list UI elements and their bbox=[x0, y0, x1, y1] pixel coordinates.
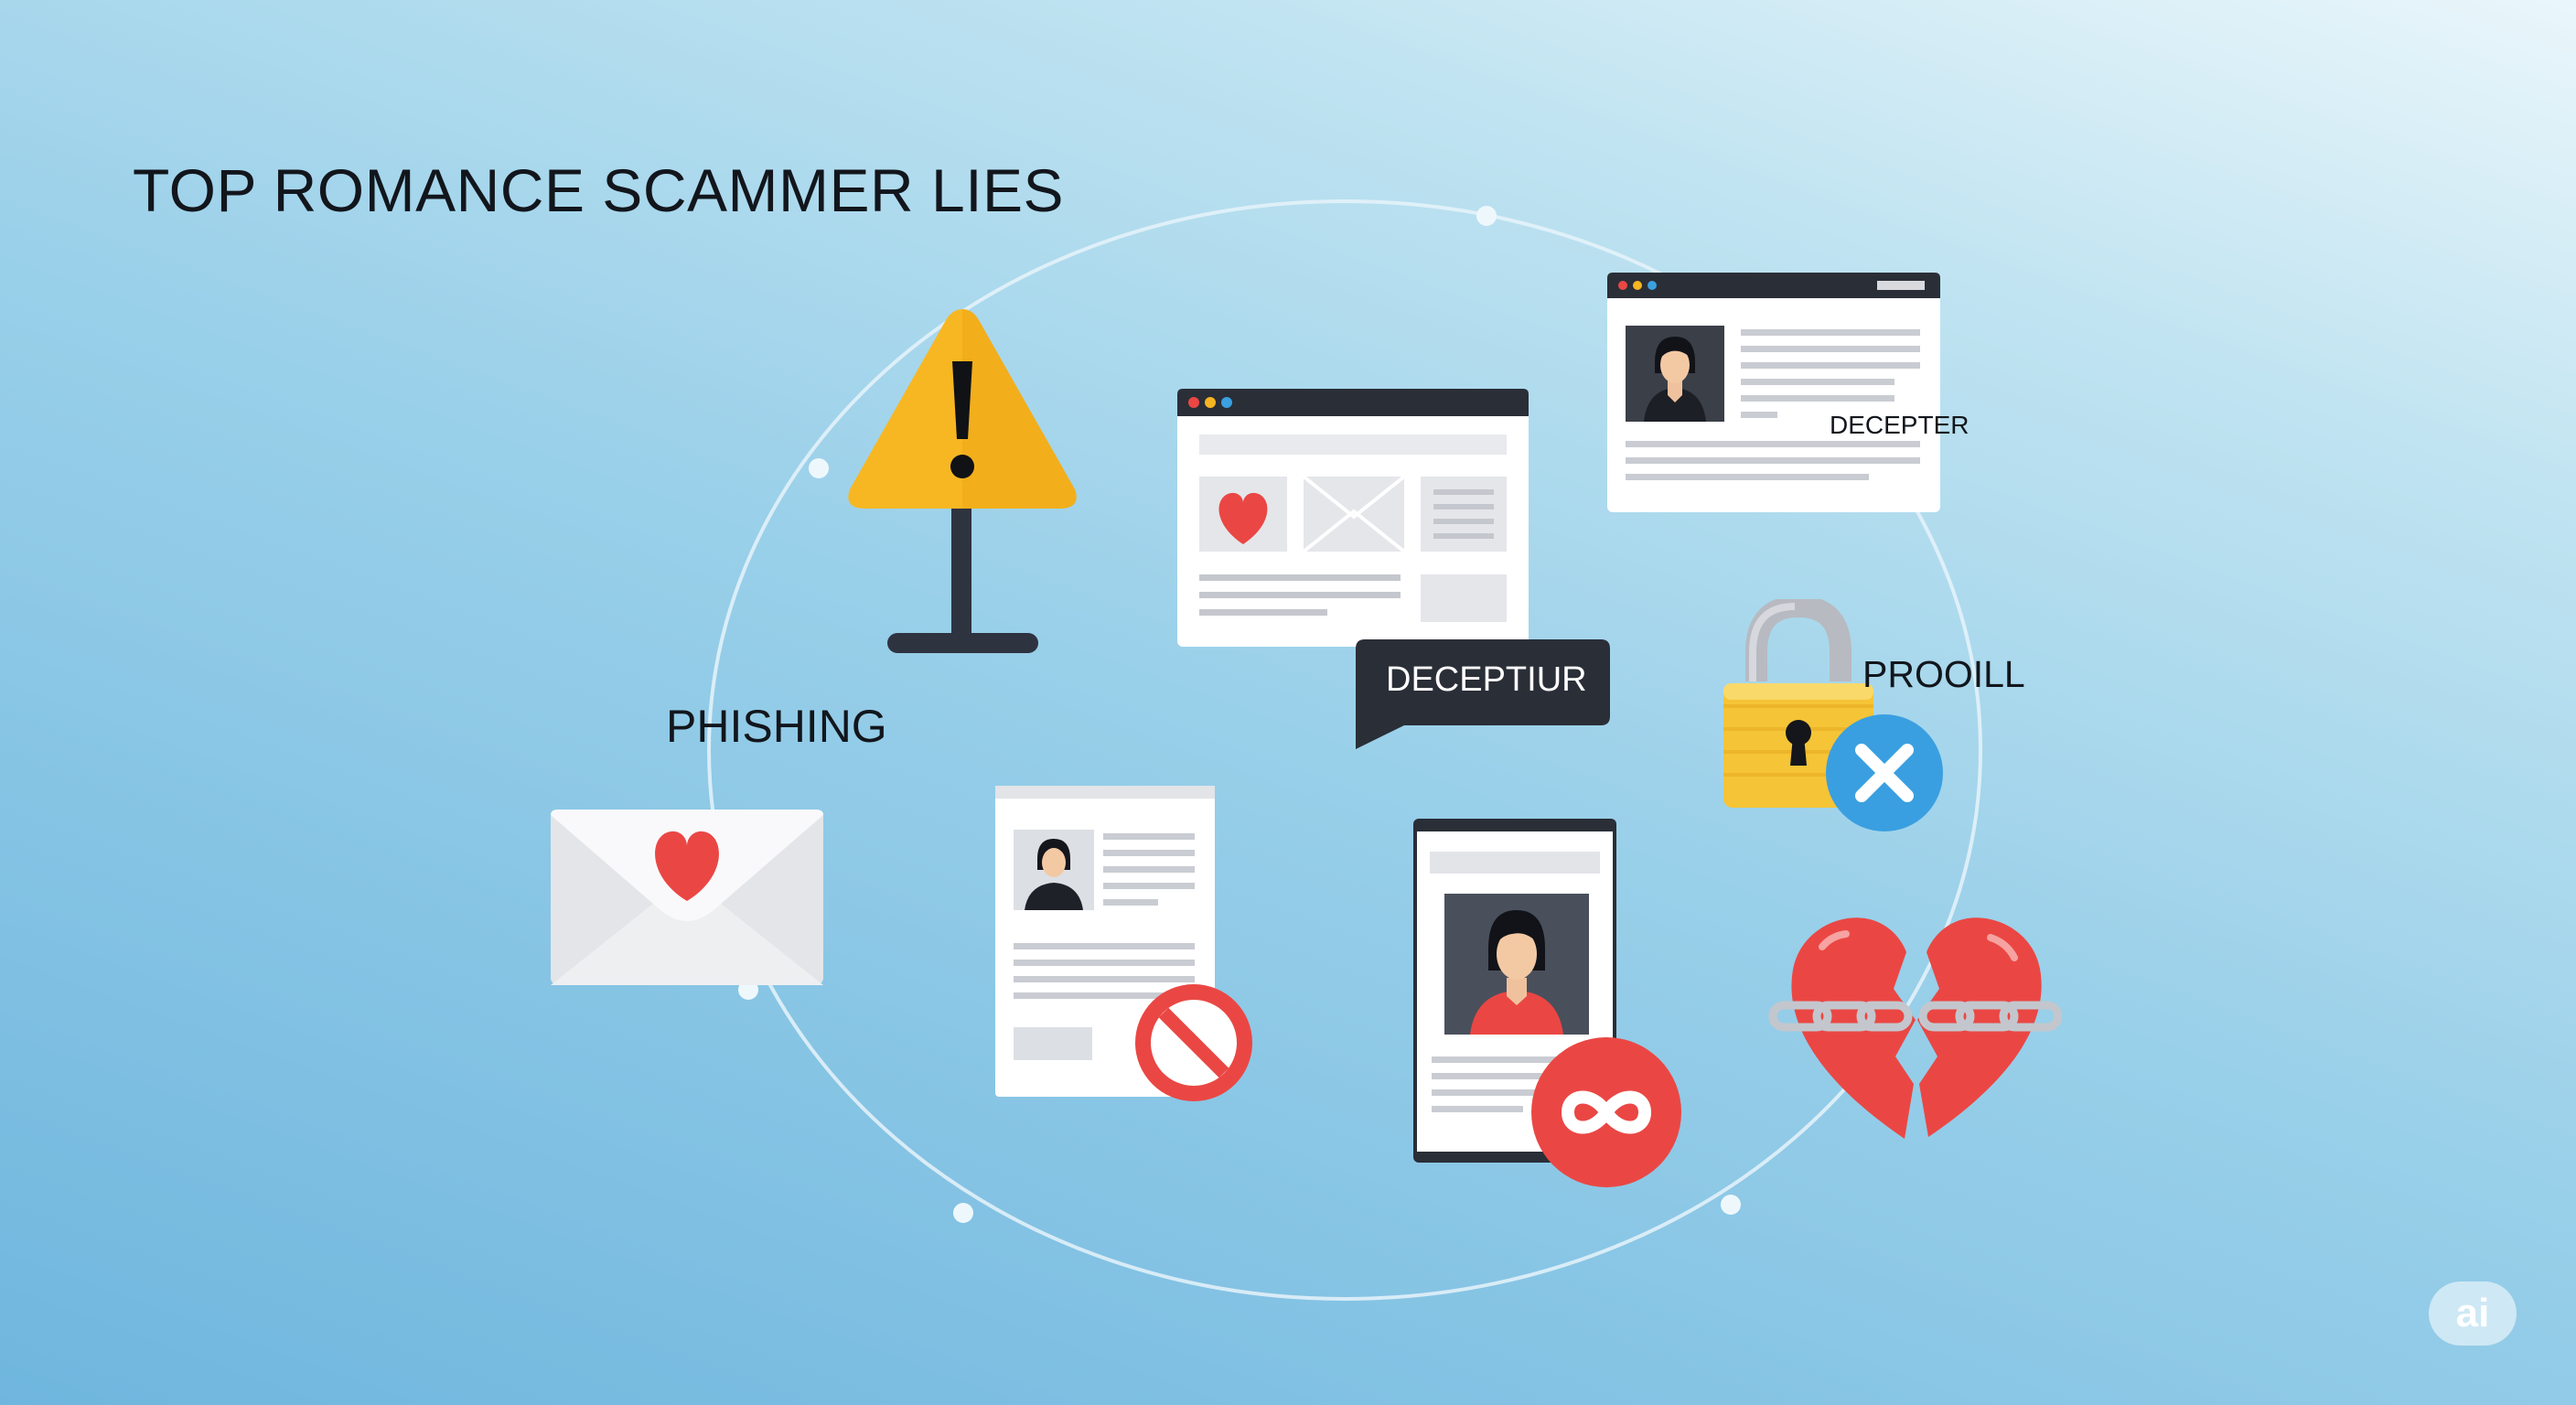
ai-badge: ai bbox=[2429, 1282, 2517, 1346]
page-title: TOP ROMANCE SCAMMER LIES bbox=[133, 156, 1065, 224]
padlock-icon bbox=[1723, 599, 1943, 831]
profile-window-icon bbox=[1607, 273, 1940, 512]
orbit-node bbox=[1721, 1195, 1741, 1215]
phishing-label: PHISHING bbox=[666, 701, 887, 752]
broken-heart-chain-icon bbox=[1768, 917, 2062, 1139]
decepter-label: DECEPTER bbox=[1830, 411, 1970, 439]
warning-sign-icon bbox=[848, 309, 1077, 653]
profile-document-icon bbox=[995, 786, 1252, 1101]
browser-window-icon bbox=[1177, 389, 1529, 647]
deceptiur-label: DECEPTIUR bbox=[1386, 660, 1587, 699]
prohibited-icon bbox=[1135, 984, 1252, 1101]
speech-bubble-icon bbox=[1356, 639, 1610, 749]
infinity-icon bbox=[1531, 1037, 1681, 1187]
orbit-node bbox=[953, 1203, 973, 1223]
orbit-node bbox=[1476, 206, 1497, 226]
prooill-label: PROOILL bbox=[1862, 653, 2025, 695]
cancel-icon bbox=[1826, 714, 1943, 831]
orbit-node bbox=[809, 458, 829, 478]
mobile-profile-icon bbox=[1413, 819, 1681, 1187]
envelope-heart-icon bbox=[551, 810, 823, 985]
